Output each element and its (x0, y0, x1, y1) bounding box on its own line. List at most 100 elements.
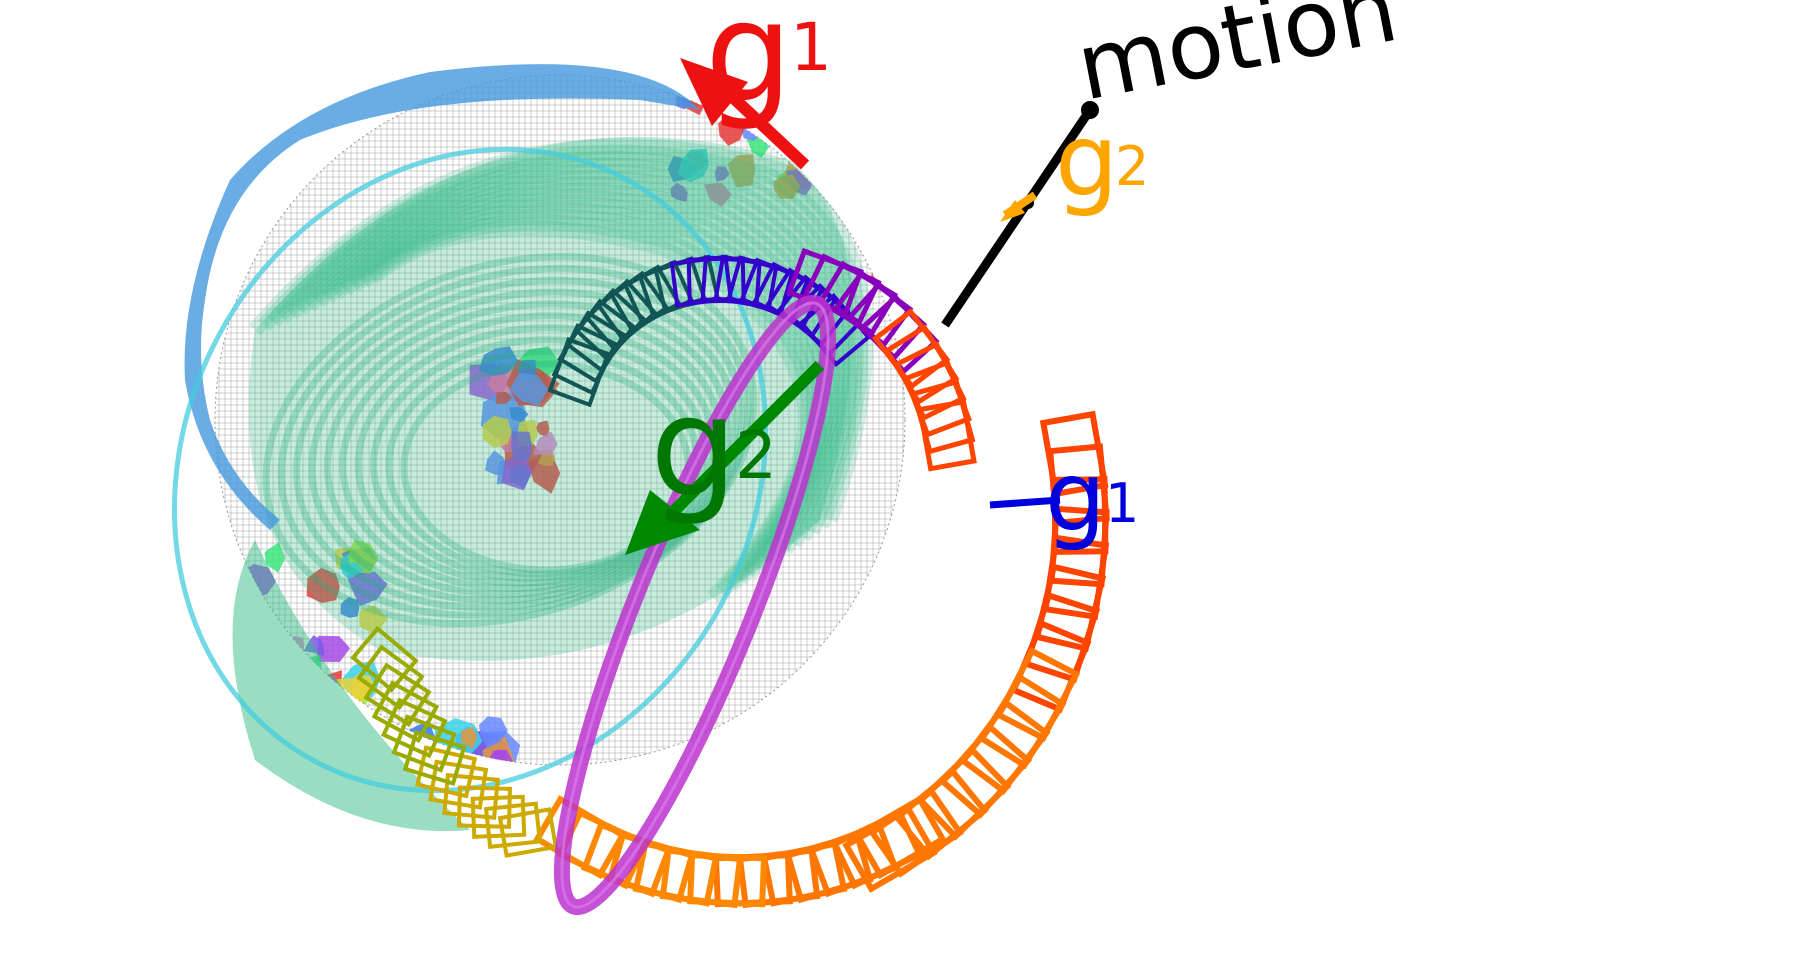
surface-patch (862, 186, 886, 219)
surface-patch (859, 700, 894, 735)
g1-blue-arrow-shaft (989, 496, 1061, 509)
surface-patch (306, 567, 340, 603)
g1-red-arrowhead (680, 58, 748, 126)
surface-patch (857, 169, 888, 197)
surface-patch (821, 97, 849, 123)
surface-patch (891, 706, 905, 743)
g2-green-arrowhead (625, 490, 700, 555)
camera-frame (712, 852, 793, 908)
surface-patch (927, 208, 959, 244)
teal-band (321, 189, 836, 573)
motion-arrow-head (1081, 101, 1099, 119)
teal-band (312, 183, 841, 567)
teal-fill (248, 136, 854, 661)
surface-patch (916, 697, 943, 730)
surface-patch (872, 664, 896, 695)
light-blue-ring (184, 64, 700, 531)
surface-patch (727, 154, 756, 188)
camera-frame (917, 399, 977, 472)
surface-patch (863, 175, 905, 221)
surface-patch (511, 431, 533, 461)
surface-patch (917, 661, 939, 678)
surface-patch (346, 571, 388, 607)
camera-frame (442, 772, 500, 820)
surface-patch (478, 716, 508, 748)
surface-patch (835, 701, 875, 745)
surface-patch (869, 176, 892, 195)
surface-patch (359, 605, 388, 635)
surface-patch (949, 196, 983, 232)
teal-band (294, 170, 850, 554)
teal-band (248, 138, 874, 523)
surface-patch (814, 91, 829, 105)
surface-patch (857, 672, 877, 690)
surface-patch (911, 177, 947, 203)
camera-frame (381, 697, 448, 759)
surface-patch (340, 562, 365, 579)
surface-patch (264, 542, 286, 573)
surface-patch (510, 463, 531, 489)
surface-patch (862, 202, 875, 218)
surface-patch (928, 202, 980, 246)
camera-frame (356, 644, 425, 711)
surface-patch (911, 713, 957, 745)
camera-frame (428, 759, 489, 810)
surface-patch (909, 154, 942, 185)
surface-patch (461, 726, 478, 749)
g2-orange-arrowhead (1000, 200, 1025, 222)
surface-patch (859, 661, 890, 688)
teal-band (303, 176, 846, 561)
surface-patch (795, 121, 823, 148)
camera-frame (363, 662, 432, 727)
surface-patch (847, 680, 878, 708)
surface-patch (491, 749, 507, 761)
camera-frame (687, 852, 768, 908)
teal-band (285, 164, 855, 548)
surface-patch (962, 214, 995, 241)
surface-patch (888, 665, 905, 693)
surface-patch (535, 420, 550, 438)
g1-blue-subscript: 1 (1105, 472, 1139, 535)
surface-patch (808, 658, 841, 685)
surface-patch (870, 251, 905, 282)
surface-patch (773, 174, 801, 199)
surface-patch (828, 100, 854, 127)
surface-patch (832, 119, 862, 146)
surface-patch (704, 182, 732, 207)
surface-patch (892, 231, 905, 255)
surface-patch (908, 671, 925, 689)
surface-patch (883, 238, 905, 286)
surface-patch (478, 346, 519, 376)
surface-patch (885, 674, 902, 689)
surface-patch (747, 136, 769, 158)
camera-frame (350, 625, 419, 693)
surface-patch (495, 391, 512, 404)
g2-green-arrow (625, 360, 825, 555)
surface-patch (677, 148, 709, 183)
camera-frame (371, 680, 440, 744)
camera-frame (391, 714, 457, 773)
g1-red-arrow-shaft (720, 85, 810, 170)
surface-patch (919, 220, 939, 239)
motion-label: motion (1069, 0, 1406, 122)
surface-patch (509, 372, 549, 406)
surface-patch (882, 687, 905, 711)
surface-patch (901, 193, 905, 228)
g2-orange-label: g (1055, 102, 1118, 219)
surface-patch (859, 678, 892, 707)
surface-patch (316, 635, 351, 662)
surface-patch (930, 247, 967, 288)
g2-green-subscript: 2 (735, 417, 777, 494)
surface-patch (804, 704, 842, 743)
surface-patch (336, 677, 373, 708)
g2-green-label: g (650, 367, 738, 528)
surface-patch (842, 676, 870, 701)
surface-patch (533, 431, 558, 456)
teal-band (257, 144, 869, 529)
cyan-ring (171, 146, 769, 794)
surface-patch (863, 665, 894, 691)
surface-patch (822, 167, 855, 199)
surface-patch (944, 257, 969, 282)
g1-top-subscript: 1 (790, 9, 832, 86)
